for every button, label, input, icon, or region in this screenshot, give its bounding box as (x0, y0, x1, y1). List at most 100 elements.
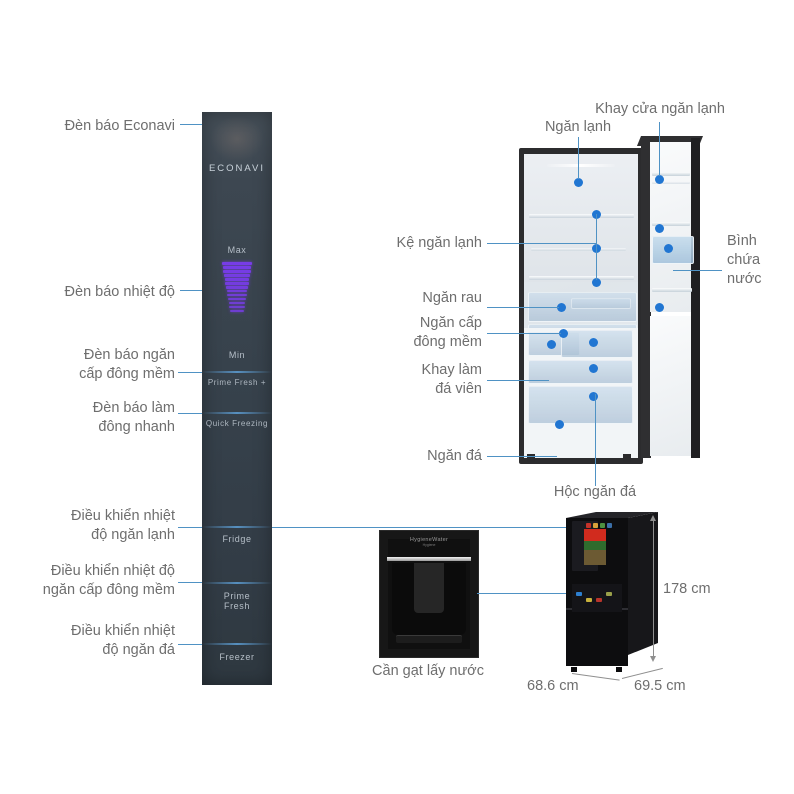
label-fridge-temp-control: Điều khiển nhiệt độ ngăn lạnh (71, 508, 175, 543)
unit-top-face (566, 512, 658, 518)
chrome-strip (387, 557, 471, 561)
dim-depth-text: 69.5 cm (634, 678, 686, 694)
drip-tray (396, 635, 462, 643)
econavi-logo: ECONAVI (208, 163, 266, 174)
fridge-interior-illustration (519, 136, 705, 473)
door-tray-1b (652, 181, 690, 184)
cold-shelf-lower (529, 276, 634, 280)
label-freezer-temp-control: Điều khiển nhiệt độ ngăn đá (71, 623, 175, 658)
leader-cold-shelf-h (487, 243, 597, 245)
brand-text: HygieneWater (409, 537, 449, 543)
door-tray-2 (652, 222, 690, 226)
spec-icon-olive (606, 592, 612, 596)
dot-ice-tray (547, 340, 556, 349)
dot-freezer-compartment (555, 420, 564, 429)
label-freezer-drawer: Hộc ngăn đá (553, 484, 637, 500)
leader-vegetable-drawer (487, 307, 559, 309)
sticker-blue (607, 523, 612, 528)
leader-temp-indicator (180, 290, 202, 292)
dim-height-arrow-top (650, 515, 656, 521)
interior-light (547, 164, 615, 167)
control-panel[interactable]: ECONAVI Max Min Prime Fresh + Quick Free… (202, 112, 272, 685)
dim-height-text: 178 cm (663, 581, 711, 597)
freezer-upper-basket (561, 330, 633, 358)
dispenser-lever[interactable] (414, 563, 444, 613)
vegetable-drawer-grid (571, 298, 631, 309)
label-quick-freeze-indicator: Đèn báo làm đông nhanh (92, 400, 175, 435)
label-vegetable-drawer: Ngăn rau (422, 290, 482, 306)
foot-left (527, 454, 535, 462)
fridge-control-button[interactable]: Fridge (222, 534, 252, 544)
dot-vegetable-drawer (557, 303, 566, 312)
leader-fridge-temp-control (178, 527, 202, 529)
closed-fridge-illustration (566, 512, 666, 672)
brand-subtext: Hygiene (422, 543, 436, 547)
dot-soft-freeze-drawer (559, 329, 568, 338)
label-water-tank: Bình chứa nước (727, 233, 762, 287)
water-tank-box (652, 236, 694, 264)
prime-fresh-control-button[interactable]: Prime Fresh (223, 591, 251, 611)
leader-quick-freeze-indicator (178, 413, 202, 415)
energy-label-poster (584, 529, 606, 565)
panel-divider-1 (202, 371, 272, 373)
quick-freezing-button[interactable]: Quick Freezing (205, 419, 269, 428)
leader-ice-tray (487, 380, 549, 382)
label-dispenser-lever: Cần gạt lấy nước (372, 663, 484, 679)
leader-cold-door-tray (659, 122, 661, 176)
dim-height-line (653, 519, 654, 658)
label-ice-tray: Khay làm đá viên (421, 362, 482, 397)
leader-freezer-drawer (595, 394, 597, 486)
leader-soft-freeze-control (178, 582, 202, 584)
hygiene-water-brand: HygieneWater Hygiene (380, 537, 478, 547)
label-econavi-indicator: Đèn báo Econavi (64, 118, 175, 134)
label-soft-freeze-control: Điều khiển nhiệt độ ngăn cấp đông mềm (42, 563, 175, 598)
label-soft-freeze-indicator: Đèn báo ngăn cấp đông mềm (79, 347, 175, 382)
freezer-control-button[interactable]: Freezer (219, 652, 255, 662)
cold-shelf-upper (529, 214, 634, 218)
dim-height-arrow-bottom (650, 656, 656, 662)
panel-divider-4 (202, 582, 272, 584)
spec-icon-yellow (586, 598, 592, 602)
dot-freezer-upper (589, 338, 598, 347)
dim-width-text: 68.6 cm (527, 678, 579, 694)
label-temp-indicator: Đèn báo nhiệt độ (64, 284, 175, 300)
water-dispenser-illustration: HygieneWater Hygiene (379, 530, 479, 658)
cold-shelf-mid (531, 248, 626, 251)
dim-width-line (571, 673, 620, 681)
panel-divider-2 (202, 412, 272, 414)
leader-freezer-temp-control (178, 644, 202, 646)
leader-soft-freeze-indicator (178, 372, 202, 374)
dot-freezer-lower (589, 392, 598, 401)
spec-icon-red (596, 598, 602, 602)
prime-fresh-plus-button[interactable]: Prime Fresh + (207, 378, 267, 387)
panel-divider-5 (202, 643, 272, 645)
door-edge (641, 136, 651, 458)
dot-cold-compartment (574, 178, 583, 187)
dot-water-tank (664, 244, 673, 253)
label-cold-compartment: Ngăn lạnh (544, 119, 612, 135)
gauge-min-label: Min (228, 350, 246, 360)
leader-dispenser-lever (477, 593, 577, 595)
label-cold-door-tray: Khay cửa ngăn lạnh (595, 101, 725, 117)
dot-freezer-mid (589, 364, 598, 373)
door-outer-panel (691, 138, 700, 458)
sticker-orange (593, 523, 598, 528)
sticker-green (600, 523, 605, 528)
dot-door-tray-3 (655, 303, 664, 312)
dot-door-tray-2 (655, 224, 664, 233)
panel-divider-3 (202, 526, 272, 528)
leader-panel-to-unit (272, 527, 588, 529)
sticker-red (586, 523, 591, 528)
door-tray-3 (652, 288, 692, 292)
label-soft-freeze-drawer: Ngăn cấp đông mềm (413, 315, 482, 350)
spec-icon-water (576, 592, 582, 596)
label-cold-shelf: Kệ ngăn lạnh (396, 235, 482, 251)
leader-water-tank (673, 270, 722, 272)
foot-right (623, 454, 631, 462)
gauge-max-label: Max (227, 245, 247, 255)
door-inner-lower (650, 316, 692, 456)
dot-door-tray-1 (655, 175, 664, 184)
cold-compartment-area (524, 154, 638, 282)
label-freezer-compartment: Ngăn đá (427, 448, 482, 464)
